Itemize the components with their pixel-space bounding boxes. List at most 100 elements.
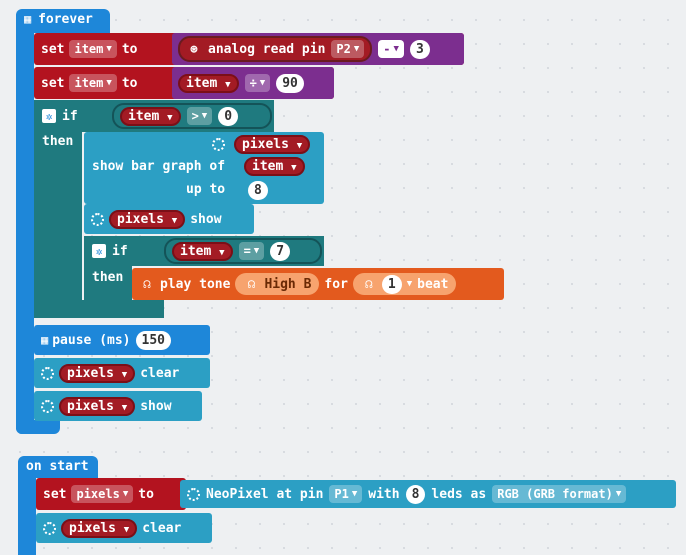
number-input[interactable]: 90	[276, 73, 304, 93]
dropdown-arrow-icon: ▼	[121, 369, 128, 380]
forever-block[interactable]: ▦ forever	[16, 9, 110, 33]
pixels-reporter[interactable]: pixels ▼	[109, 209, 186, 229]
item-reporter[interactable]: item ▼	[172, 241, 233, 261]
number-input[interactable]: 8	[248, 181, 268, 200]
pin-value: P2	[336, 42, 351, 56]
variable-name: item	[74, 42, 104, 56]
dropdown-arrow-icon: ▼	[106, 78, 112, 88]
pixels-reporter[interactable]: pixels ▼	[234, 135, 311, 154]
item-reporter[interactable]: item ▼	[178, 73, 239, 93]
dropdown-arrow-icon: ▼	[171, 215, 178, 226]
pin-dropdown[interactable]: P2▼	[331, 40, 365, 58]
neopixel-gear-icon	[187, 487, 200, 501]
settings-gear-icon[interactable]: ✲	[92, 244, 106, 258]
beat-number[interactable]: 1	[381, 274, 402, 294]
show-bar-graph-block[interactable]: pixels ▼ show bar graph of item ▼ up to …	[84, 132, 324, 204]
divide-operator-block[interactable]: item ▼ ÷▼ 90	[172, 67, 334, 99]
pixels-show-block-2[interactable]: pixels ▼ show	[34, 391, 202, 421]
item-reporter[interactable]: item ▼	[244, 157, 305, 176]
dropdown-arrow-icon: ▼	[353, 44, 360, 54]
pixels-clear-block[interactable]: pixels ▼ clear	[34, 358, 210, 388]
dropdown-arrow-icon: ▼	[106, 44, 112, 54]
up-to-label: up to	[186, 182, 226, 197]
forever-foot	[16, 420, 60, 434]
neopixel-gear-icon	[41, 399, 54, 413]
to-keyword: to	[121, 41, 138, 57]
show-label: show	[140, 398, 172, 414]
variable-dropdown[interactable]: pixels▼	[71, 485, 134, 503]
with-label: with	[368, 486, 400, 502]
neopixel-gear-icon	[212, 138, 225, 155]
neopixel-gear-icon	[91, 212, 104, 226]
variable-name: item	[74, 76, 104, 90]
compare-block[interactable]: item ▼ >▼ 0	[112, 103, 272, 129]
set-item-analog-block[interactable]: set item▼ to ⊛ analog read pin P2▼ -▼ 3	[34, 33, 464, 65]
dropdown-arrow-icon: ▼	[291, 163, 297, 173]
dropdown-arrow-icon: ▼	[167, 112, 173, 123]
on-start-block[interactable]: on start	[18, 456, 98, 478]
operator-value: ÷	[249, 76, 257, 90]
operator-dropdown[interactable]: =▼	[238, 242, 265, 260]
set-item-divide-block[interactable]: set item▼ to item ▼ ÷▼ 90	[34, 67, 334, 99]
set-keyword: set	[41, 41, 65, 57]
beat-label: beat	[417, 276, 449, 292]
then-keyword: then	[92, 270, 124, 285]
pixels-clear-block-2[interactable]: pixels ▼ clear	[36, 513, 212, 543]
set-keyword: set	[43, 486, 67, 502]
show-label: show	[190, 211, 222, 227]
item-label: item	[252, 159, 284, 174]
item-label: item	[186, 75, 218, 91]
dropdown-arrow-icon: ▼	[296, 141, 303, 151]
set-keyword: set	[41, 75, 65, 91]
forever-label: forever	[38, 12, 93, 27]
pin-dropdown[interactable]: P1▼	[329, 485, 363, 503]
led-count-input[interactable]: 8	[405, 484, 426, 504]
headphones-icon: ☊	[365, 277, 373, 291]
item-reporter[interactable]: item ▼	[120, 106, 181, 126]
analog-read-label: analog read pin	[208, 41, 326, 57]
neopixel-gear-icon	[43, 521, 56, 535]
dropdown-arrow-icon: ▼	[219, 247, 225, 258]
operator-dropdown[interactable]: ÷▼	[244, 74, 271, 92]
number-input[interactable]: 0	[218, 106, 239, 126]
if-keyword: if	[112, 243, 128, 259]
minus-operator-block[interactable]: ⊛ analog read pin P2▼ -▼ 3	[172, 33, 464, 65]
pixels-label: pixels	[67, 365, 114, 381]
note-value: High B	[264, 276, 312, 292]
to-keyword: to	[138, 486, 154, 502]
variable-dropdown[interactable]: item▼	[69, 40, 117, 58]
pixels-reporter[interactable]: pixels ▼	[59, 396, 136, 416]
dropdown-arrow-icon: ▼	[393, 44, 399, 54]
pause-label: pause (ms)	[52, 332, 131, 348]
then-keyword: then	[42, 134, 74, 149]
compare-block[interactable]: item ▼ =▼ 7	[164, 238, 322, 264]
pixels-label: pixels	[242, 137, 289, 152]
clear-label: clear	[142, 520, 182, 536]
format-value: RGB (GRB format)	[497, 487, 613, 501]
analog-read-block[interactable]: ⊛ analog read pin P2▼	[178, 36, 373, 62]
number-input[interactable]: 7	[270, 241, 291, 261]
if-block-outer[interactable]	[34, 100, 82, 318]
pixels-label: pixels	[69, 520, 116, 536]
operator-dropdown[interactable]: >▼	[186, 107, 213, 125]
settings-gear-icon[interactable]: ✲	[42, 109, 56, 123]
beat-reporter[interactable]: ☊ 1 ▼ beat	[352, 273, 457, 295]
pixels-reporter[interactable]: pixels ▼	[59, 363, 136, 383]
set-pixels-block[interactable]: set pixels▼ to	[36, 478, 186, 510]
number-input[interactable]: 3	[409, 39, 430, 59]
item-label: item	[180, 243, 212, 259]
play-tone-block[interactable]: ☊ play tone ☊ High B for ☊ 1 ▼ beat	[132, 268, 504, 300]
pixels-reporter[interactable]: pixels ▼	[61, 518, 138, 538]
dropdown-arrow-icon: ▼	[123, 524, 130, 535]
neopixel-create-block[interactable]: NeoPixel at pin P1▼ with 8 leds as RGB (…	[180, 480, 676, 508]
pause-block[interactable]: ▦ pause (ms) 150	[34, 325, 210, 355]
pin-icon: ⊛	[190, 42, 198, 56]
pixels-show-block[interactable]: pixels ▼ show	[84, 204, 254, 234]
dropdown-arrow-icon: ▼	[351, 489, 358, 499]
operator-dropdown[interactable]: -▼	[378, 40, 404, 58]
dropdown-arrow-icon: ▼	[225, 79, 231, 90]
note-reporter[interactable]: ☊ High B	[235, 273, 320, 295]
pause-number-input[interactable]: 150	[135, 330, 171, 350]
variable-dropdown[interactable]: item▼	[69, 74, 117, 92]
format-dropdown[interactable]: RGB (GRB format)▼	[492, 485, 627, 503]
